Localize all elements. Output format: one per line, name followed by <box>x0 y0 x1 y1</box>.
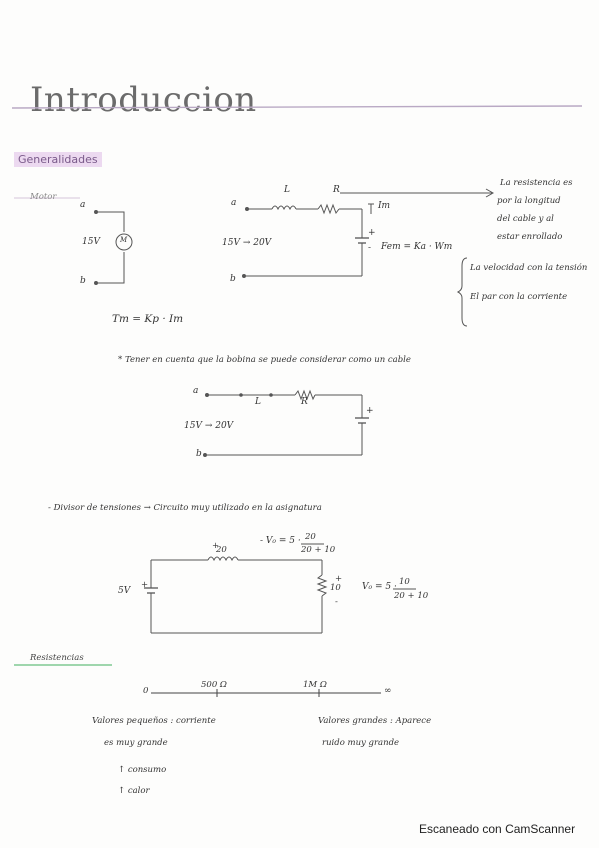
scale-mid1: 500 Ω <box>201 680 227 690</box>
coil-note: * Tener en cuenta que la bobina se puede… <box>118 355 411 365</box>
note-speed: La velocidad con la tensión <box>470 263 588 273</box>
vo-right-num: 10 <box>399 577 410 587</box>
motor-label-l: L <box>284 185 290 195</box>
torque-formula: Tm = Kp · Im <box>112 313 184 325</box>
low-label-1: Valores pequeños : corriente <box>92 716 216 726</box>
coil-label-r: R <box>301 397 308 407</box>
divider-res-top: 20 <box>216 545 227 555</box>
effect-consumo: ↑ consumo <box>118 765 167 775</box>
motor-terminal-b: b <box>230 274 236 284</box>
divider-res-right: 10 <box>330 583 341 593</box>
motor-current: Im <box>378 201 391 211</box>
title-underline <box>11 105 583 109</box>
coil-circuit <box>203 389 369 457</box>
note-resistance-2: por la longitud <box>497 196 561 206</box>
coil-terminal-a: a <box>193 386 199 396</box>
note-resistance-1: La resistencia es <box>500 178 573 188</box>
coil-voltage-range: 15V → 20V <box>184 421 234 431</box>
motor-plus: + <box>368 228 376 238</box>
resistance-scale <box>151 689 381 697</box>
motor-lr-circuit <box>242 188 495 327</box>
divider-source: 5V <box>118 586 131 596</box>
motor-terminal-a: a <box>231 198 237 208</box>
scale-start: 0 <box>143 686 149 696</box>
coil-plus: + <box>366 406 374 416</box>
divider-plus-top: + <box>212 541 220 551</box>
vo-top-num: 20 <box>305 532 316 542</box>
motor-label-r: R <box>333 185 340 195</box>
vo-right-label: V₀ = 5 · <box>362 582 397 592</box>
scale-end: ∞ <box>384 686 392 696</box>
vo-top-den: 20 + 10 <box>301 545 336 555</box>
fem-formula: Fem = Ka · Wm <box>381 242 453 252</box>
simple-terminal-a: a <box>80 200 86 210</box>
simple-terminal-b: b <box>80 276 86 286</box>
effect-calor: ↑ calor <box>118 786 150 796</box>
low-label-2: es muy grande <box>104 738 168 748</box>
section-generalidades: Generalidades <box>14 152 102 167</box>
motor-icon: M <box>120 236 128 244</box>
coil-terminal-b: b <box>196 449 202 459</box>
divider-plus-right: + <box>335 574 343 584</box>
section-motor: Motor <box>30 192 57 202</box>
note-torque: El par con la corriente <box>470 292 568 302</box>
vo-right-den: 20 + 10 <box>394 591 429 601</box>
scale-mid2: 1M Ω <box>303 680 327 690</box>
note-resistance-3: del cable y al <box>497 214 554 224</box>
high-label-1: Valores grandes : Aparece <box>318 716 432 726</box>
motor-voltage-range: 15V → 20V <box>222 238 272 248</box>
simple-motor-circuit <box>94 210 133 285</box>
page-title: Introduccion <box>30 80 257 120</box>
note-resistance-4: estar enrollado <box>497 232 563 242</box>
high-label-2: ruido muy grande <box>322 738 400 748</box>
coil-label-l: L <box>255 397 261 407</box>
vo-top-label: - V₀ = 5 · <box>260 536 301 546</box>
section-resistencias: Resistencias <box>30 653 84 663</box>
divider-heading: - Divisor de tensiones → Circuito muy ut… <box>48 503 322 513</box>
divider-minus-right: - <box>335 597 338 607</box>
motor-minus: - <box>368 243 372 253</box>
scanner-watermark: Escaneado con CamScanner <box>419 822 576 836</box>
simple-voltage: 15V <box>82 237 100 247</box>
divider-source-plus: + <box>141 580 149 590</box>
divider-circuit <box>144 543 416 634</box>
